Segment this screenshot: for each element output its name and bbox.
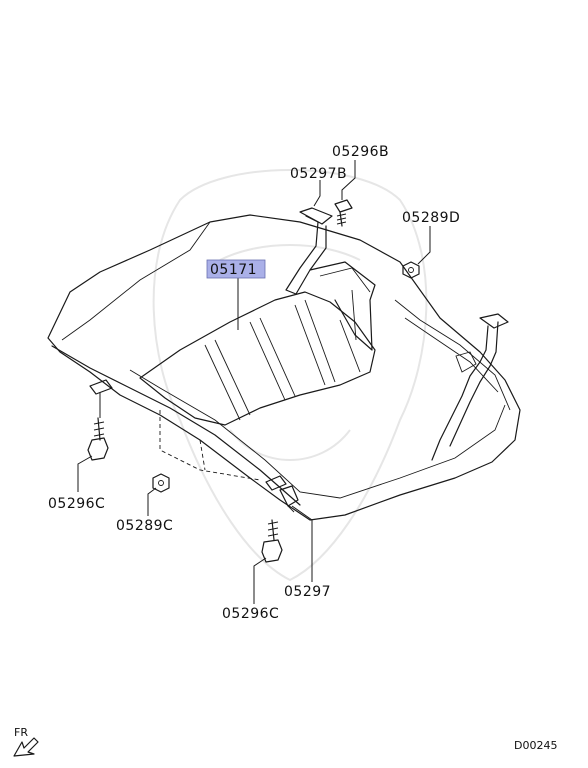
vent-pipe	[431, 313, 509, 461]
filler-pipe	[285, 207, 333, 295]
label-05296C-bottom[interactable]: 05296C	[222, 606, 279, 622]
label-05289C[interactable]: 05289C	[116, 518, 173, 534]
nut-05289D	[402, 261, 420, 279]
fr-arrow-icon	[13, 737, 39, 757]
watermark-emblem	[152, 169, 428, 582]
bolt-05296C-bottom	[261, 475, 287, 563]
nut-05289C	[152, 473, 170, 493]
label-05171[interactable]: 05171	[210, 262, 257, 278]
bracket-05297	[279, 485, 299, 513]
fuel-tank-body	[47, 214, 521, 521]
tank-protector-05171	[139, 261, 376, 426]
label-05296C-left[interactable]: 05296C	[48, 496, 105, 512]
bolt-05296B	[334, 199, 353, 227]
diagram-code: D00245	[514, 739, 557, 752]
highlight-box	[206, 259, 266, 279]
label-05297[interactable]: 05297	[284, 584, 331, 600]
bolt-05296C-left	[87, 379, 113, 461]
fr-label: FR	[14, 726, 28, 739]
leader-lines	[77, 160, 431, 604]
label-05296B[interactable]: 05296B	[332, 144, 389, 160]
label-05289D[interactable]: 05289D	[402, 210, 460, 226]
fr-direction-indicator: FR	[13, 726, 39, 757]
label-05297B[interactable]: 05297B	[290, 166, 347, 182]
